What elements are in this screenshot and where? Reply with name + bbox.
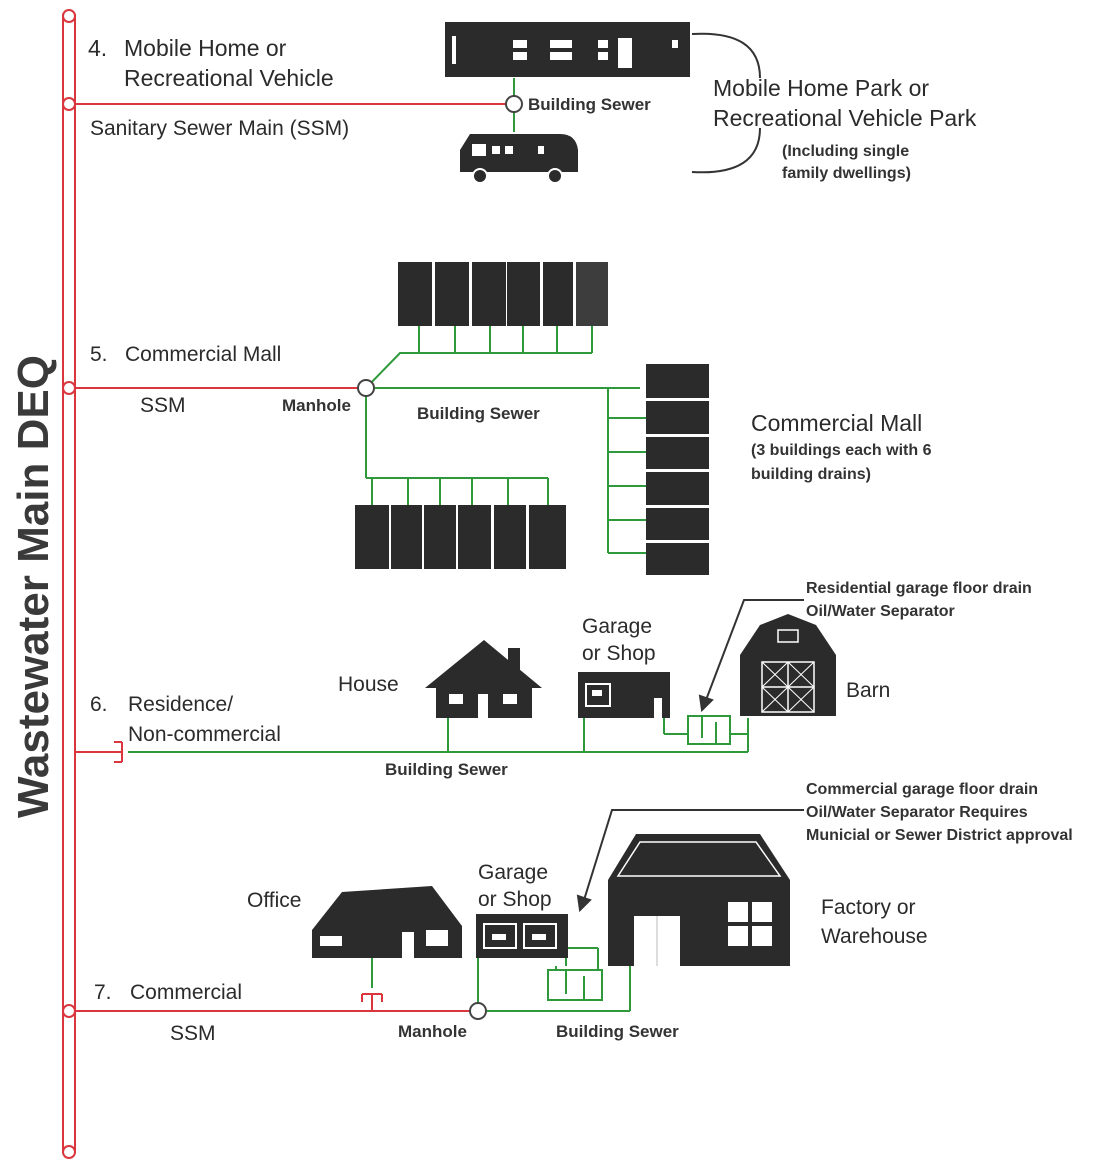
junction-4 <box>505 95 523 113</box>
garage-label-7-1: Garage <box>478 861 548 884</box>
ssm-label-4: Sanitary Sewer Main (SSM) <box>90 117 349 140</box>
section-7-title: Commercial <box>130 981 242 1004</box>
section-6-title-1: Residence/ <box>128 693 233 716</box>
house-label: House <box>338 673 399 696</box>
rv-icon <box>460 134 578 184</box>
garage-icon-7 <box>476 914 568 958</box>
mall-building-top <box>398 262 608 326</box>
mall-building-right <box>646 364 709 575</box>
mall-note-2: building drains) <box>751 466 871 483</box>
section-5-title: Commercial Mall <box>125 343 281 366</box>
section-5: 5. Commercial Mall SSM Manhole Building … <box>62 262 932 575</box>
section-7-number: 7. <box>94 981 112 1004</box>
section-6: 6. Residence/ Non-commercial House Garag… <box>75 580 1032 779</box>
oil-water-separator-7 <box>547 969 603 1001</box>
mobile-home-icon <box>445 22 690 77</box>
barn-label: Barn <box>846 679 890 702</box>
ssm-label-7: SSM <box>170 1022 216 1045</box>
building-sewer-network-6 <box>128 718 749 753</box>
section-7: 7. Commercial SSM Office Garage or Shop … <box>62 781 1073 1045</box>
section-5-number: 5. <box>90 343 108 366</box>
factory-label-2: Warehouse <box>821 925 928 948</box>
barn-icon <box>740 614 836 716</box>
manhole-7 <box>469 1002 487 1020</box>
park-note-1: (Including single <box>782 143 909 160</box>
factory-icon <box>608 834 790 966</box>
callout-6-line-2: Oil/Water Separator <box>806 603 955 620</box>
manhole-label-7: Manhole <box>398 1022 467 1041</box>
section-6-number: 6. <box>90 693 108 716</box>
building-sewer-network-5 <box>365 326 646 554</box>
manhole-5 <box>357 379 375 397</box>
oil-water-separator-6 <box>687 715 731 745</box>
ssm-cap-6 <box>75 741 123 763</box>
office-icon <box>312 886 462 958</box>
section-4-number: 4. <box>88 35 107 61</box>
park-note-2: family dwellings) <box>782 165 911 182</box>
wastewater-main-pipe <box>62 9 76 1159</box>
garage-icon <box>578 672 670 718</box>
section-6-title-2: Non-commercial <box>128 723 281 746</box>
callout-7-line-3: Municial or Sewer District approval <box>806 827 1073 844</box>
callout-6-line-1: Residential garage floor drain <box>806 580 1032 597</box>
building-sewer-label-6: Building Sewer <box>385 760 508 779</box>
callout-7-line-1: Commercial garage floor drain <box>806 781 1038 798</box>
manhole-label-5: Manhole <box>282 396 351 415</box>
garage-label-6-1: Garage <box>582 615 652 638</box>
park-label-2: Recreational Vehicle Park <box>713 105 977 131</box>
building-sewer-label-4: Building Sewer <box>528 95 651 114</box>
building-sewer-label-5: Building Sewer <box>417 404 540 423</box>
section-4: 4. Mobile Home or Recreational Vehicle S… <box>62 22 977 184</box>
callout-arrow-6 <box>698 599 804 713</box>
house-icon <box>425 640 542 718</box>
factory-label-1: Factory or <box>821 896 916 919</box>
mall-building-bottom <box>355 505 566 569</box>
park-label-1: Mobile Home Park or <box>713 75 929 101</box>
ssm-label-5: SSM <box>140 394 186 417</box>
section-4-title-2: Recreational Vehicle <box>124 65 334 91</box>
building-sewer-label-7: Building Sewer <box>556 1022 679 1041</box>
office-label: Office <box>247 889 301 912</box>
garage-label-6-2: or Shop <box>582 642 656 665</box>
callout-arrow-7 <box>576 809 804 913</box>
park-brace <box>691 32 761 79</box>
mall-note-1: (3 buildings each with 6 <box>751 442 932 459</box>
ssm-cap-7 <box>361 993 383 1011</box>
section-4-title-1: Mobile Home or <box>124 35 287 61</box>
garage-label-7-2: or Shop <box>478 888 552 911</box>
vertical-title: Wastewater Main DEQ <box>9 355 58 818</box>
callout-7-line-2: Oil/Water Separator Requires <box>806 804 1028 821</box>
mall-title: Commercial Mall <box>751 410 922 436</box>
